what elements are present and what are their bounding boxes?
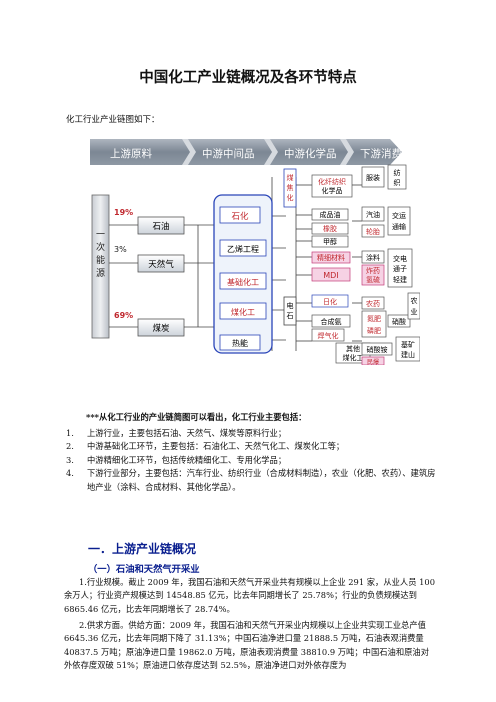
list-item: 1.上游行业，主要包括石油、天然气、煤炭等原料行业； (66, 428, 287, 438)
svg-text:纺: 纺 (394, 168, 401, 177)
mid-box-petrochem: 石化 (219, 206, 261, 224)
svg-text:化纤纺织: 化纤纺织 (318, 177, 346, 186)
svg-text:氢硫: 氢硫 (366, 275, 380, 284)
svg-text:精细材料: 精细材料 (317, 253, 345, 262)
svg-text:化学品: 化学品 (322, 186, 343, 195)
mid-label-petrochem: 石化 (231, 211, 249, 222)
svg-text:MDI: MDI (323, 271, 338, 280)
svg-text:煤化工: 煤化工 (343, 353, 364, 362)
mid-label-thermal: 热能 (232, 338, 248, 348)
svg-text:煤焦化: 煤焦化 (287, 173, 294, 202)
svg-text:硝酸: 硝酸 (392, 317, 406, 326)
industry-list: 1.上游行业，主要包括石油、天然气、煤炭等原料行业； 2.中游基础化工环节，主要… (66, 427, 438, 494)
source-box-oil: 石油 (137, 216, 185, 235)
stage-header-band (90, 139, 402, 165)
oil-share: 19% (114, 208, 133, 217)
source-label-oil: 石油 (152, 221, 169, 232)
stage-label-downstream: 下游消费品 (360, 147, 413, 160)
mid-label-ethylene: 乙烯工程 (227, 244, 259, 254)
svg-text:焊气化: 焊气化 (318, 331, 339, 340)
svg-text:服装: 服装 (366, 173, 380, 182)
svg-text:成品油: 成品油 (320, 210, 341, 219)
list-item: 4.下游行业部分，主要包括：汽车行业、纺织行业（合成材料制造），农业（化肥、农药… (66, 468, 436, 492)
page-title: 中国化工产业链概况及各环节特点 (139, 70, 357, 86)
svg-text:民爆: 民爆 (367, 358, 379, 365)
svg-text:合成氨: 合成氨 (321, 317, 342, 326)
paragraph-supply-demand: 2.供求方面。供给方面：2009 年，我国石油和天然气开采业内规模以上企业共实现… (64, 620, 430, 670)
mid-box-thermal: 热能 (219, 334, 261, 351)
svg-text:甲醇: 甲醇 (323, 237, 337, 246)
mid-box-coalchem: 煤化工 (219, 302, 267, 320)
carbide-box: 电石 (283, 296, 297, 326)
gas-share: 3% (114, 245, 127, 254)
mid-box-basic: 基础化工 (219, 272, 267, 290)
intro-text: 化工行业产业链图如下： (66, 115, 160, 125)
svg-text:日化: 日化 (323, 297, 337, 306)
svg-text:农: 农 (411, 296, 418, 305)
source-label-gas: 天然气 (148, 259, 174, 270)
stage-label-upstream: 上游原料 (110, 147, 152, 160)
source-box-coal: 煤炭 (137, 318, 185, 337)
svg-text:交电: 交电 (393, 254, 407, 263)
stage-label-mid-chemical: 中游化学品 (284, 147, 337, 160)
svg-text:氮肥: 氮肥 (367, 314, 381, 323)
industry-chain-diagram: 上游原料 中游中间品 中游化学品 下游消费品 一次能源 19% 3% 69% 石… (90, 139, 420, 365)
svg-text:硝酸铵: 硝酸铵 (367, 345, 388, 354)
svg-text:基矿: 基矿 (401, 340, 415, 349)
source-label-coal: 煤炭 (152, 323, 170, 334)
svg-text:业: 业 (411, 307, 418, 316)
svg-text:交运: 交运 (392, 211, 406, 220)
list-item: 2.中游基础化工环节，主要包括：石油化工、天然气化工、煤炭化工等； (66, 441, 345, 452)
svg-text:织: 织 (394, 178, 401, 187)
svg-text:磷肥: 磷肥 (367, 326, 381, 335)
primary-energy-label: 一次能源 (96, 230, 105, 279)
coking-box: 煤焦化 (283, 168, 297, 208)
svg-text:其他: 其他 (346, 344, 360, 353)
svg-text:电石: 电石 (287, 301, 294, 320)
list-item: 3.中游精细化工环节，包括传统精细化工、专用化学品； (66, 454, 287, 465)
svg-text:涂料: 涂料 (366, 253, 380, 262)
paragraph-industry-scale: 1.行业规模。截止 2009 年，我国石油和天然气开采业共有规模以上企业 291… (64, 577, 435, 614)
primary-energy-bar (91, 194, 110, 339)
svg-text:通子: 通子 (393, 264, 407, 273)
svg-text:轻建: 轻建 (393, 275, 407, 284)
svg-text:橡胶: 橡胶 (323, 224, 337, 233)
svg-text:通输: 通输 (392, 222, 406, 231)
mid-box-ethylene: 乙烯工程 (219, 239, 267, 257)
svg-text:炸药: 炸药 (366, 266, 380, 275)
source-box-gas: 天然气 (137, 254, 185, 273)
stage-label-mid-intermediate: 中游中间品 (202, 147, 255, 160)
svg-text:轮胎: 轮胎 (366, 227, 380, 236)
svg-text:农药: 农药 (366, 299, 380, 308)
subsection-heading: （一）石油和天然气开采业 (88, 564, 200, 575)
coal-share: 69% (114, 311, 133, 320)
diagram-note: ***从化工行业的产业链简图可以看出，化工行业主要包括： (86, 412, 307, 422)
svg-text:建山: 建山 (401, 350, 415, 359)
mid-label-coalchem: 煤化工 (231, 307, 255, 317)
section-heading: 一．上游产业链概况 (88, 542, 197, 556)
mid-label-basic: 基础化工 (227, 277, 259, 287)
svg-text:汽油: 汽油 (366, 210, 380, 219)
